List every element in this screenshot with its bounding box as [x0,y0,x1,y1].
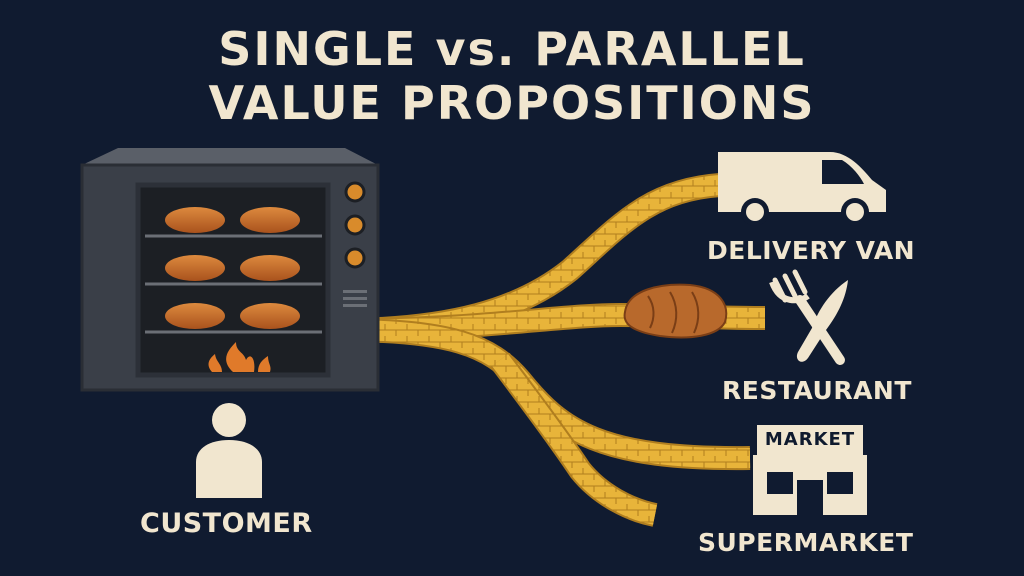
market-sign: MARKET [757,425,863,455]
oven-knob-icon [344,181,366,203]
van-icon [718,152,886,226]
path-branch-lower [491,354,658,525]
flame-icon [208,342,271,372]
oven-icon [80,148,380,392]
title-line-2: VALUE PROPOSITIONS [208,76,816,130]
market-icon [753,455,867,515]
customer-label: CUSTOMER [140,508,313,539]
oven-knob-icon [344,214,366,236]
fork-knife-icon [769,269,848,365]
distribution-paths [339,173,766,527]
oven-knob-icon [344,247,366,269]
bread-loaf-icon [623,283,728,339]
delivery-van-label: DELIVERY VAN [707,236,916,265]
title-line-1: SINGLE vs. PARALLEL [218,22,806,76]
bread-loaf-icon [165,207,300,329]
person-icon [196,403,262,498]
restaurant-label: RESTAURANT [722,376,912,405]
supermarket-label: SUPERMARKET [698,528,914,557]
